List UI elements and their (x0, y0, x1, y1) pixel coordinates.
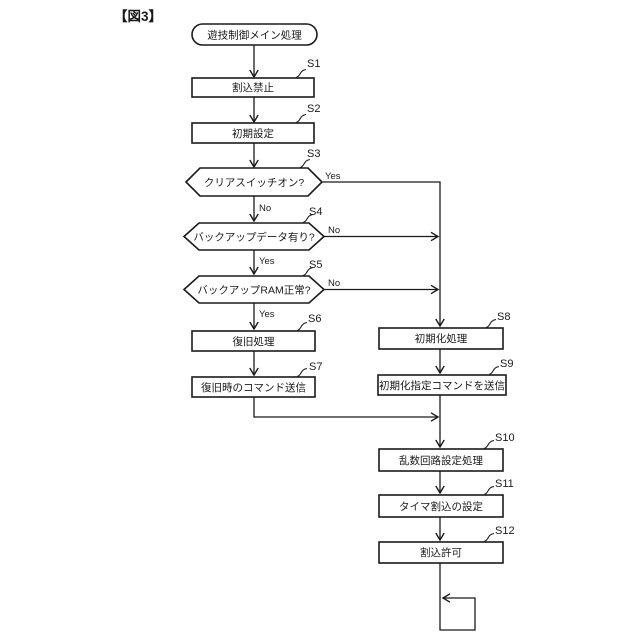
step-label-leaders (295, 68, 500, 543)
step-id-s8: S8 (497, 311, 510, 323)
branch-s5-yes: Yes (259, 309, 275, 320)
node-s9-box (377, 374, 507, 396)
step-id-s3: S3 (307, 148, 320, 160)
leader-s10 (483, 439, 495, 450)
node-s11-label: タイマ割込の設定 (399, 500, 483, 513)
step-id-s6: S6 (308, 313, 321, 325)
node-s11-box (378, 494, 504, 518)
leader-s8 (485, 318, 497, 329)
leader-s9 (488, 365, 500, 376)
node-s2-label: 初期設定 (232, 127, 274, 140)
node-s12-box (378, 541, 504, 564)
node-s10-label: 乱数回路設定処理 (399, 454, 483, 467)
branch-s3-yes: Yes (325, 171, 341, 182)
leader-s3 (299, 158, 311, 169)
edge-s12-loop-back (439, 563, 476, 631)
node-s1-label: 割込禁止 (232, 81, 274, 94)
node-s8-box (378, 327, 504, 350)
step-id-s11: S11 (495, 478, 514, 490)
node-s5-decision (182, 275, 326, 304)
node-start-label: 遊技制御メイン処理 (207, 29, 302, 42)
node-s6-box (191, 330, 316, 352)
node-s5-label: バックアップRAM正常? (197, 284, 310, 297)
node-s12-label: 割込許可 (420, 546, 462, 559)
node-s7-label: 復旧時のコマンド送信 (201, 381, 306, 394)
node-s3-label: クリアスイッチオン? (204, 177, 304, 189)
step-id-s1: S1 (307, 58, 320, 70)
leader-s7 (296, 367, 308, 378)
figure-number-label: 【図3】 (114, 9, 162, 24)
node-s4-decision (182, 222, 326, 251)
leader-s6 (296, 321, 308, 332)
step-id-s5: S5 (309, 259, 322, 271)
step-id-s12: S12 (495, 525, 515, 537)
node-s4-label: バックアップデータ有り? (193, 231, 314, 244)
flow-edges (249, 45, 476, 631)
node-s8-label: 初期化処理 (415, 332, 468, 345)
node-s10-box (378, 448, 504, 472)
branch-s3-no: No (259, 203, 271, 214)
branch-s4-no: No (328, 225, 340, 236)
node-start-terminal (191, 23, 318, 46)
step-id-s10: S10 (495, 432, 515, 444)
leader-s12 (483, 532, 495, 543)
node-s6-label: 復旧処理 (233, 335, 275, 348)
leader-s4 (302, 213, 314, 224)
leader-s1 (295, 68, 307, 79)
flow-nodes: 遊技制御メイン処理 割込禁止 S1 初期設定 S2 クリアスイッチオン? S3 … (182, 23, 515, 564)
step-id-s9: S9 (500, 358, 513, 370)
branch-s5-no: No (328, 278, 340, 289)
node-s2-box (191, 122, 315, 144)
branch-s4-yes: Yes (259, 256, 275, 267)
node-s3-decision (184, 167, 324, 197)
node-s9-label: 初期化指定コマンドを送信 (379, 379, 505, 392)
edge-s3-yes-rail-s8 (322, 181, 445, 328)
leader-s5 (302, 266, 314, 277)
step-id-s7: S7 (309, 361, 322, 373)
edge-s7-join-rail (253, 397, 440, 422)
leader-s2 (295, 113, 307, 124)
node-s7-box (191, 376, 316, 398)
node-s1-box (191, 77, 315, 98)
step-id-s2: S2 (307, 103, 320, 115)
step-id-s4: S4 (309, 206, 322, 218)
leader-s11 (483, 485, 495, 496)
